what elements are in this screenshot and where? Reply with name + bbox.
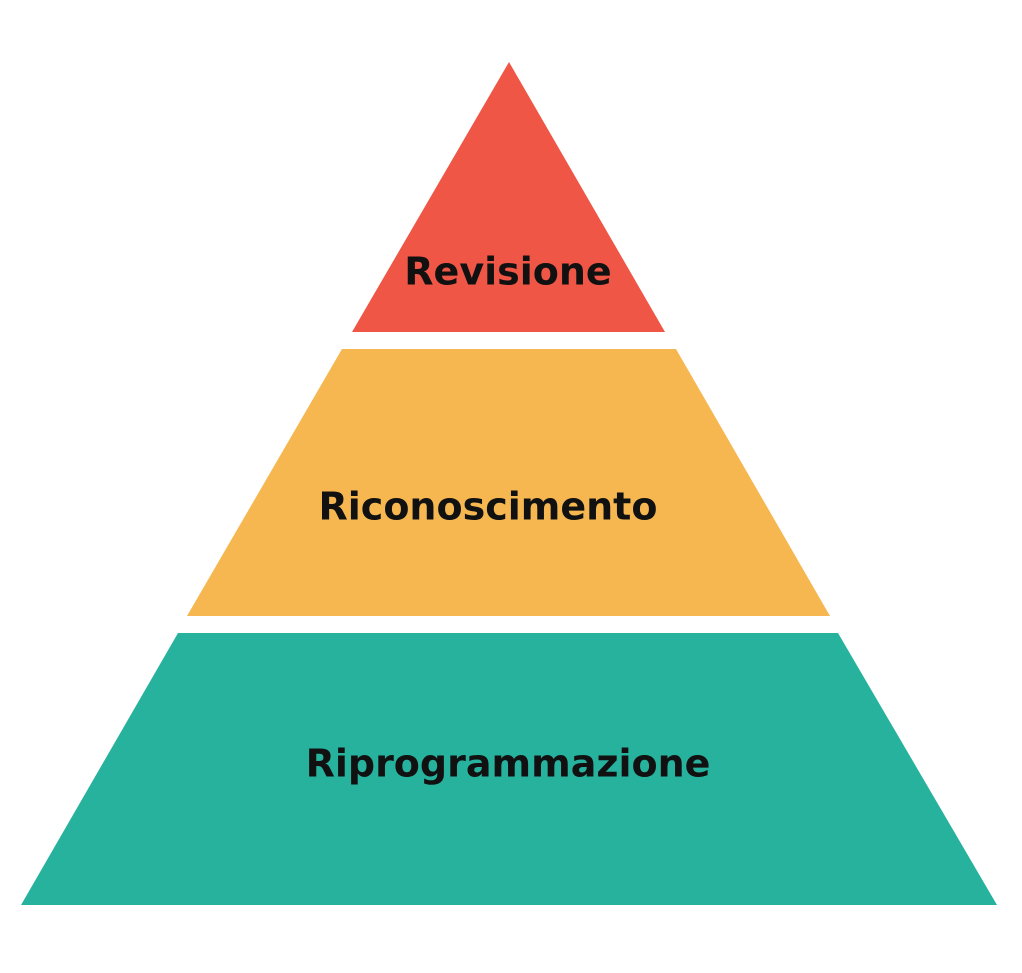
tier-label-top: Revisione [404,250,611,294]
pyramid-tier-middle [187,349,830,616]
pyramid-tier-top [352,62,665,332]
tier-label-middle: Riconoscimento [319,485,658,529]
tier-label-bottom: Riprogrammazione [306,742,711,786]
pyramid-tier-bottom [21,633,997,905]
